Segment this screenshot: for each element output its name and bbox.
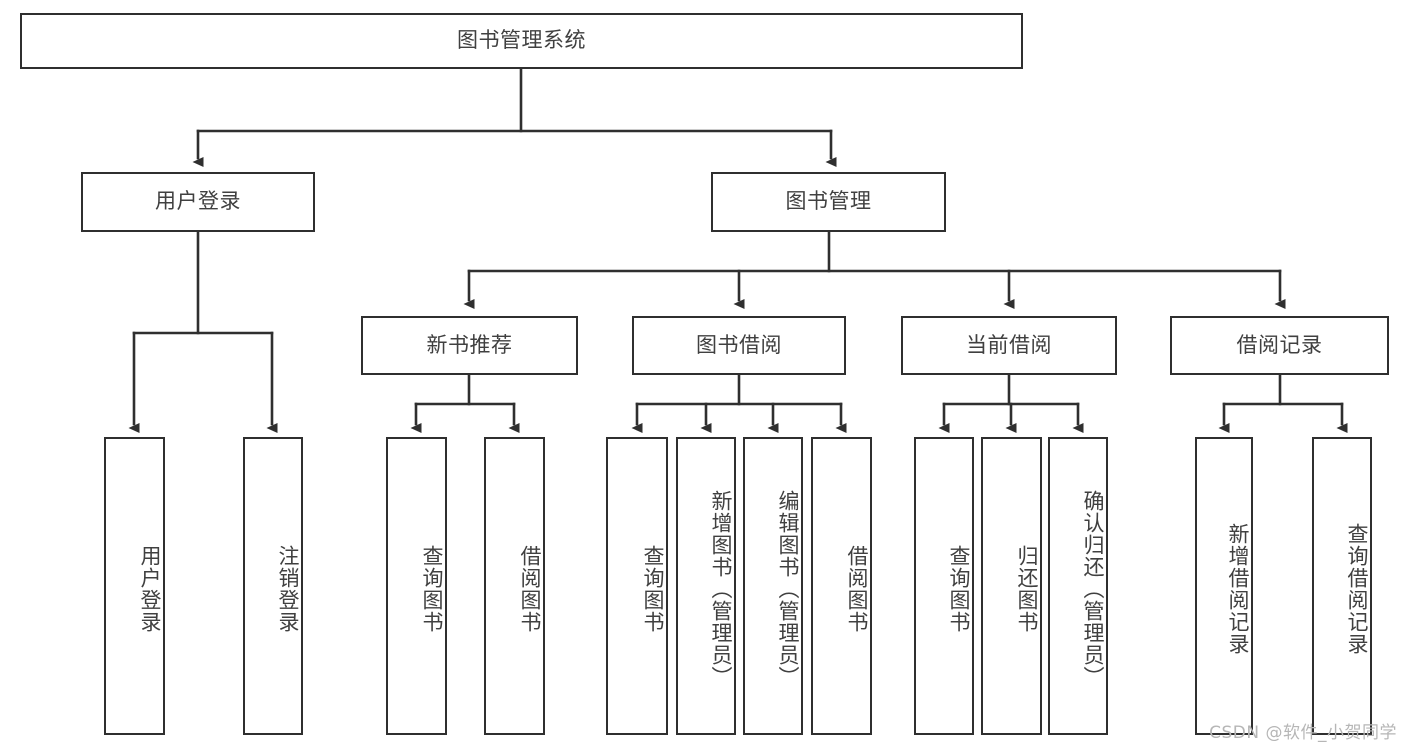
node-book-management[interactable]: 图书管理 xyxy=(711,172,946,232)
node-root-book-management-system[interactable]: 图书管理系统 xyxy=(20,13,1023,69)
node-label: 注销登录 xyxy=(276,545,300,633)
watermark: CSDN @软件_小贺同学 xyxy=(1209,723,1397,743)
node-label: 新书推荐 xyxy=(426,332,513,357)
node-label: 查询图书 xyxy=(420,545,444,633)
leaf-add-book-admin[interactable]: 新增图书（管理员） xyxy=(676,437,736,735)
node-label: 归还图书 xyxy=(1015,545,1039,633)
node-user-login[interactable]: 用户登录 xyxy=(81,172,315,232)
leaf-borrow-book-recommend[interactable]: 借阅图书 xyxy=(484,437,545,735)
node-label: 查询图书 xyxy=(641,545,665,633)
node-label: 编辑图书（管理员） xyxy=(776,490,800,688)
node-label: 当前借阅 xyxy=(966,332,1052,357)
leaf-query-borrow-record[interactable]: 查询借阅记录 xyxy=(1312,437,1372,735)
node-label: 借阅图书 xyxy=(518,545,542,633)
leaf-query-book-borrow[interactable]: 查询图书 xyxy=(606,437,668,735)
node-label: 图书借阅 xyxy=(696,332,782,357)
node-borrow-record[interactable]: 借阅记录 xyxy=(1170,316,1389,375)
node-label: 新增借阅记录 xyxy=(1226,523,1250,655)
node-label: 借阅图书 xyxy=(845,545,869,633)
node-label: 借阅记录 xyxy=(1236,332,1323,357)
node-label: 用户登录 xyxy=(138,545,162,633)
node-label: 查询借阅记录 xyxy=(1345,523,1369,655)
leaf-confirm-return-admin[interactable]: 确认归还（管理员） xyxy=(1048,437,1108,735)
node-label: 新增图书（管理员） xyxy=(709,490,733,688)
node-label: 图书管理 xyxy=(785,189,872,214)
node-label: 用户登录 xyxy=(155,189,241,214)
leaf-query-book-current[interactable]: 查询图书 xyxy=(914,437,974,735)
leaf-logout[interactable]: 注销登录 xyxy=(243,437,303,735)
node-new-book-recommend[interactable]: 新书推荐 xyxy=(361,316,578,375)
node-label: 图书管理系统 xyxy=(457,28,586,53)
leaf-borrow-book[interactable]: 借阅图书 xyxy=(811,437,872,735)
leaf-query-book-recommend[interactable]: 查询图书 xyxy=(386,437,447,735)
node-current-borrow[interactable]: 当前借阅 xyxy=(901,316,1117,375)
leaf-add-borrow-record[interactable]: 新增借阅记录 xyxy=(1195,437,1253,735)
node-label: 确认归还（管理员） xyxy=(1081,490,1105,688)
leaf-return-book[interactable]: 归还图书 xyxy=(981,437,1042,735)
node-label: 查询图书 xyxy=(947,545,971,633)
leaf-user-login[interactable]: 用户登录 xyxy=(104,437,165,735)
node-book-borrow[interactable]: 图书借阅 xyxy=(632,316,846,375)
leaf-edit-book-admin[interactable]: 编辑图书（管理员） xyxy=(743,437,803,735)
